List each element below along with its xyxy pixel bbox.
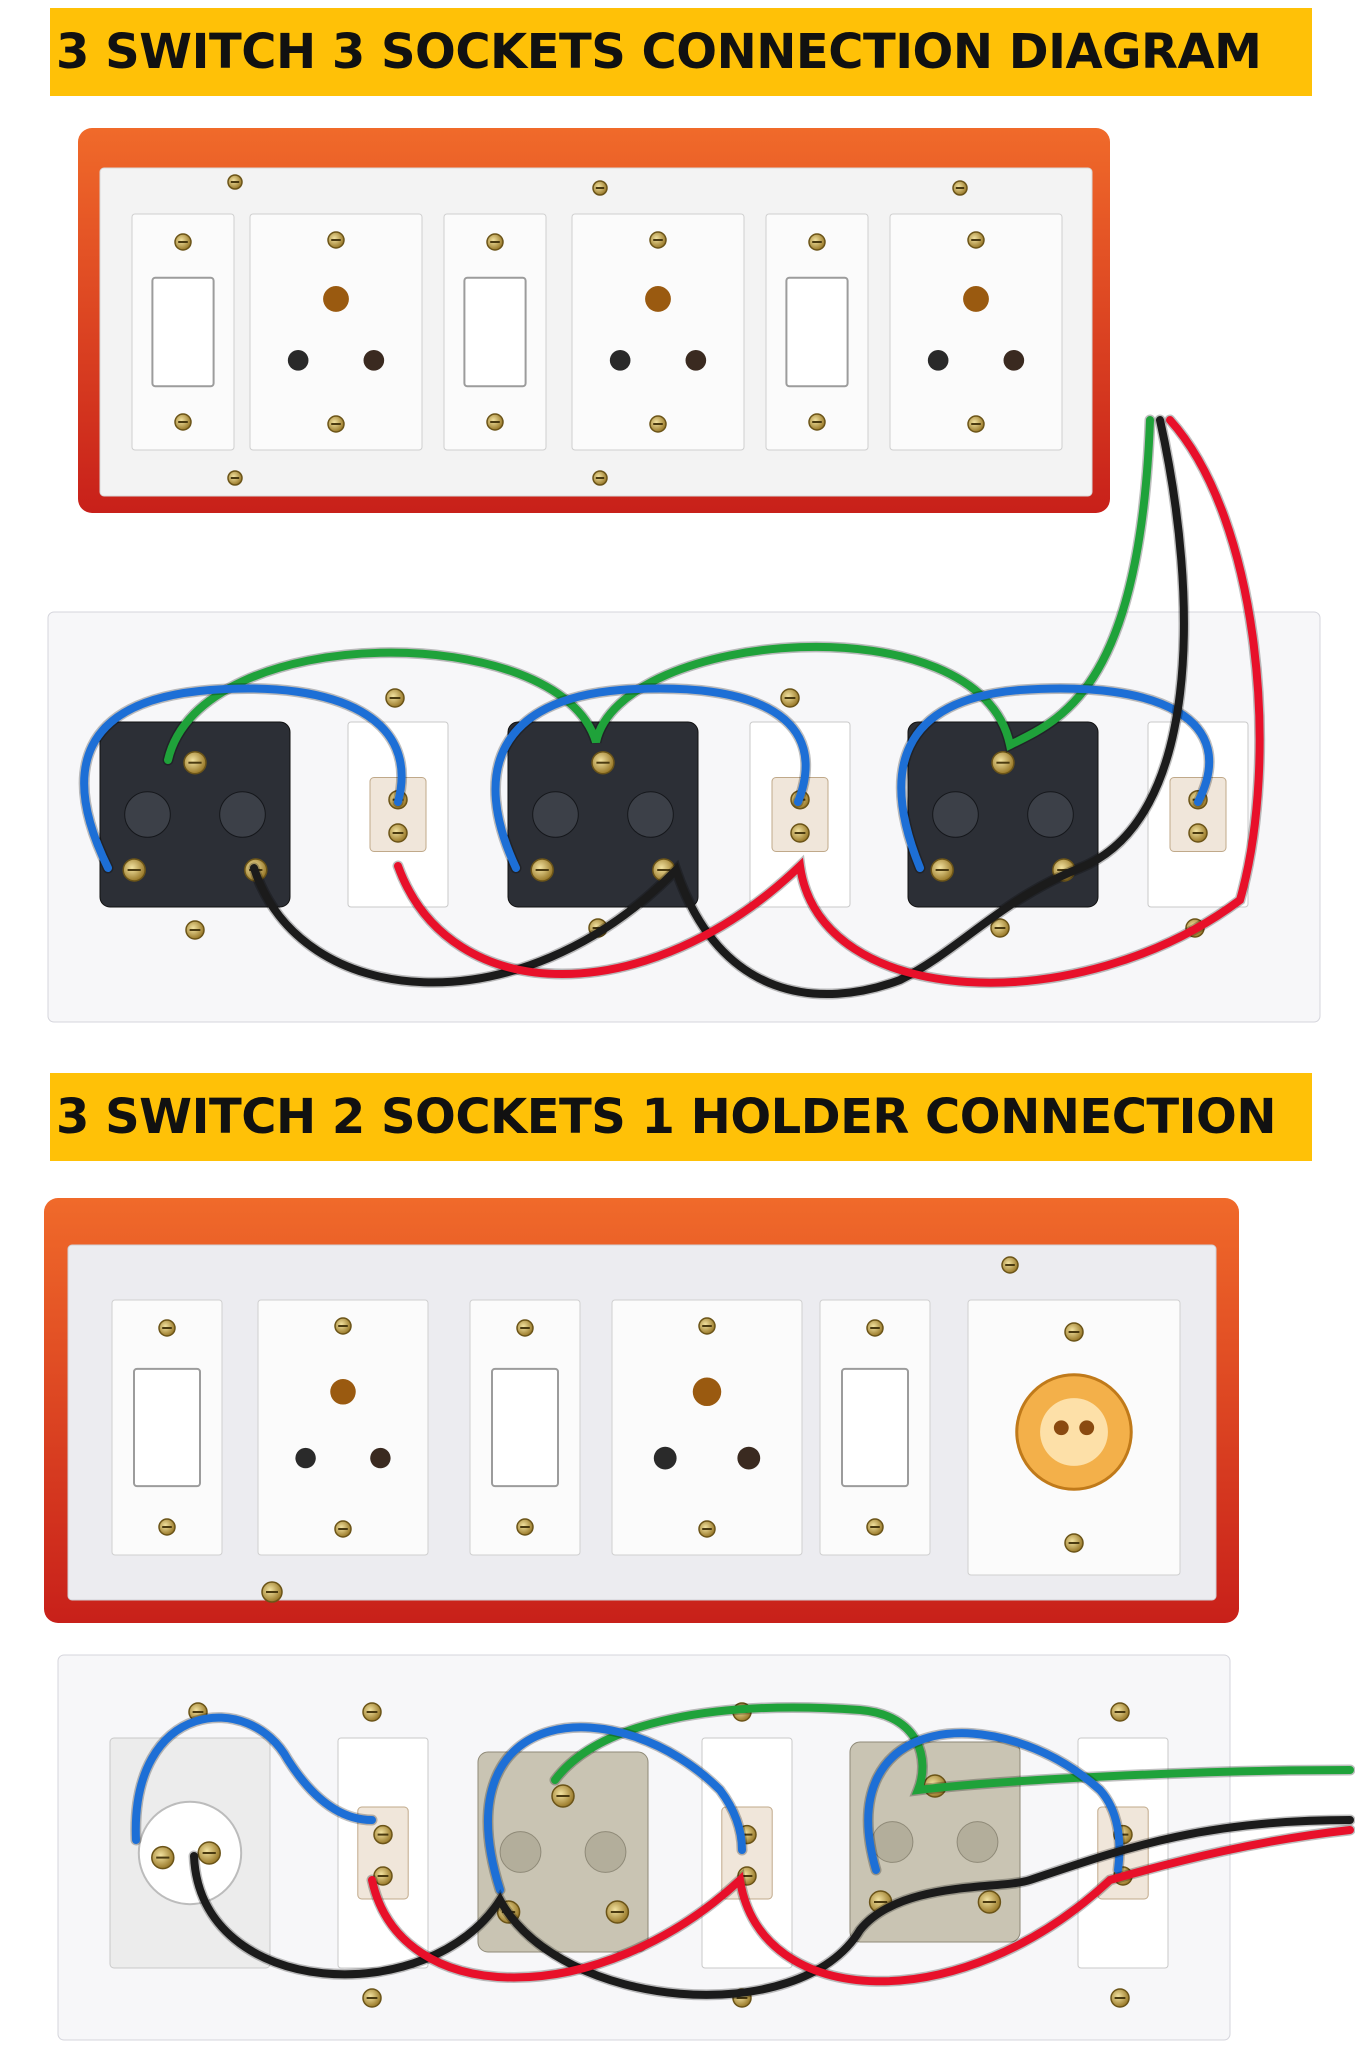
switch-rocker — [491, 1367, 559, 1488]
switch-module-4 — [765, 213, 869, 451]
socket-left-hole — [927, 350, 949, 371]
socket-right-hole — [685, 350, 707, 371]
phase-wire — [394, 416, 1264, 987]
back-socket-body — [849, 1741, 1021, 1943]
back-socket-boss — [1027, 791, 1074, 838]
link-wire — [864, 1729, 1124, 1874]
socket-plate — [249, 213, 423, 451]
socket-earth-hole — [645, 286, 671, 312]
earth-wire — [551, 1703, 1354, 1795]
back-socket-boss — [124, 791, 171, 838]
socket-right-hole — [370, 1447, 391, 1469]
holder-pin — [1053, 1420, 1069, 1436]
socket-left-hole — [287, 350, 309, 371]
socket-left-hole — [653, 1446, 677, 1470]
socket-plate — [611, 1299, 803, 1556]
back-socket-boss — [627, 791, 674, 838]
back-switch-terminal-block — [357, 1806, 409, 1900]
link-wire — [897, 684, 1214, 872]
back-switch-2 — [1147, 721, 1249, 908]
switch-rocker — [785, 276, 849, 388]
link-wire — [80, 684, 406, 872]
switch-module-0 — [131, 213, 235, 451]
section-2-title: 3 SWITCH 2 SOCKETS 1 HOLDER CONNECTION — [50, 1073, 1312, 1161]
link-wire — [484, 1723, 746, 1894]
socket-earth-hole — [692, 1377, 722, 1407]
back-switch-terminal-block — [771, 777, 829, 852]
neutral-wire — [250, 416, 1188, 999]
socket-earth-hole — [330, 1379, 356, 1405]
socket-module-3 — [611, 1299, 803, 1556]
back-holder-0 — [109, 1737, 271, 1969]
back-socket-boss — [219, 791, 266, 838]
back-socket-2 — [907, 721, 1099, 908]
socket-earth-hole — [323, 286, 349, 312]
back-switch-0 — [337, 1737, 429, 1969]
back-holder-body — [137, 1800, 243, 1906]
socket-left-hole — [609, 350, 631, 371]
back-socket-boss — [499, 1831, 542, 1873]
front-box-2 — [44, 1198, 1239, 1623]
socket-plate — [571, 213, 745, 451]
back-socket-boss — [584, 1831, 627, 1873]
section-1-title: 3 SWITCH 3 SOCKETS CONNECTION DIAGRAM — [50, 8, 1312, 96]
socket-module-5 — [889, 213, 1063, 451]
phase-wire — [368, 1826, 1354, 1986]
switch-rocker — [463, 276, 527, 388]
back-socket-boss — [871, 1821, 914, 1863]
holder-center — [1040, 1398, 1108, 1466]
socket-plate — [257, 1299, 429, 1556]
back-board-2 — [57, 1654, 1355, 2041]
socket-left-hole — [295, 1447, 316, 1469]
back-socket-1 — [507, 721, 699, 908]
socket-module-1 — [249, 213, 423, 451]
switch-module-2 — [469, 1299, 581, 1556]
holder-pin — [1079, 1420, 1095, 1436]
switch-rocker — [151, 276, 215, 388]
back-switch-1 — [701, 1737, 793, 1969]
front-box-1 — [78, 128, 1110, 513]
back-switch-1 — [749, 721, 851, 908]
socket-earth-hole — [963, 286, 989, 312]
socket-right-hole — [1003, 350, 1025, 371]
back-board-1 — [47, 414, 1321, 1023]
back-socket-body — [477, 1751, 649, 1953]
back-socket-boss — [532, 791, 579, 838]
socket-plate — [889, 213, 1063, 451]
back-socket-0 — [99, 721, 291, 908]
back-socket-0 — [477, 1751, 649, 1953]
link-wire — [491, 684, 810, 872]
socket-module-1 — [257, 1299, 429, 1556]
switch-rocker — [133, 1367, 201, 1488]
back-socket-boss — [956, 1821, 999, 1863]
switch-rocker — [841, 1367, 909, 1488]
back-socket-body — [99, 721, 291, 908]
socket-right-hole — [363, 350, 385, 371]
link-wire — [131, 1713, 376, 1844]
neutral-wire — [190, 1816, 1354, 1999]
switch-module-2 — [443, 213, 547, 451]
holder-module-5 — [967, 1299, 1181, 1576]
switch-module-4 — [819, 1299, 931, 1556]
back-socket-boss — [932, 791, 979, 838]
socket-right-hole — [737, 1446, 761, 1470]
socket-module-3 — [571, 213, 745, 451]
switch-module-0 — [111, 1299, 223, 1556]
back-switch-terminal-block — [1169, 777, 1227, 852]
